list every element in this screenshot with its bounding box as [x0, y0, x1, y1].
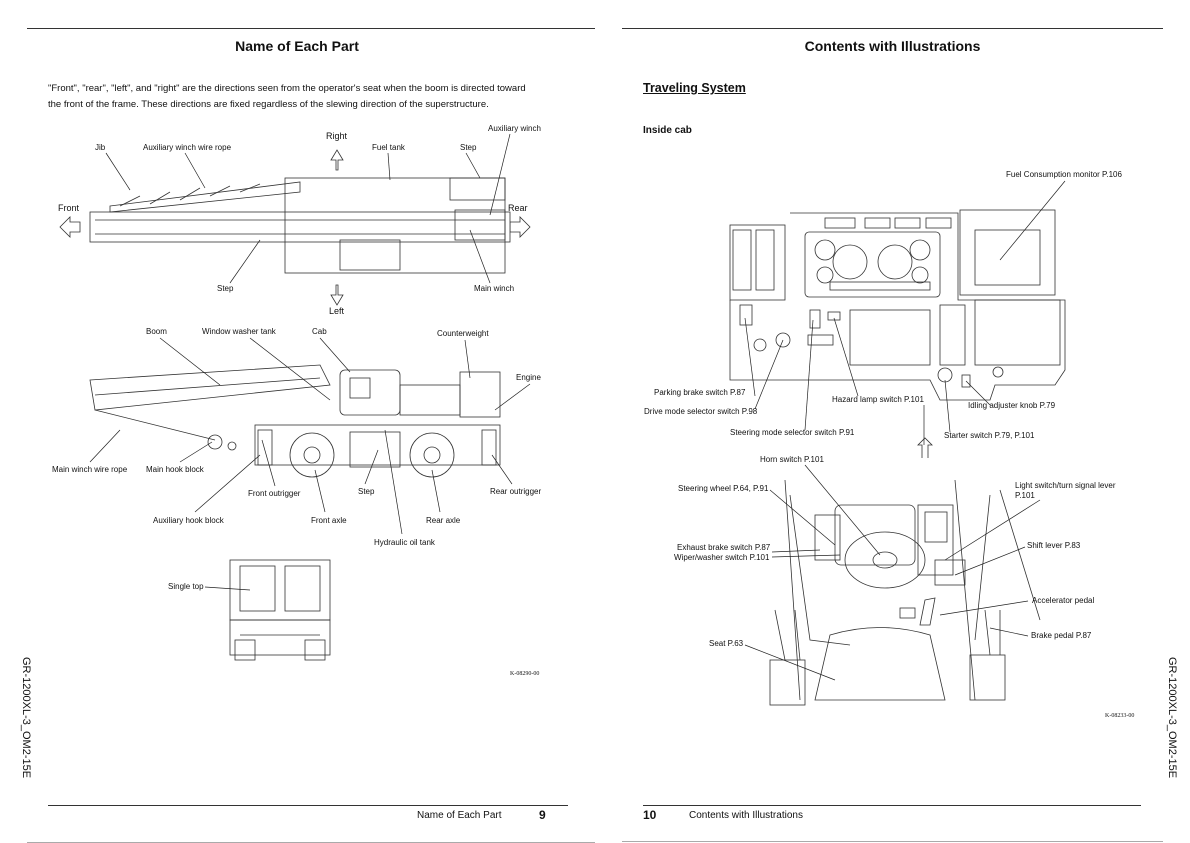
footer-rule-left: [48, 805, 568, 806]
label-steering-mode: Steering mode selector switch P.91: [730, 428, 855, 437]
label-fuel-tank: Fuel tank: [372, 143, 405, 152]
side-code-right: GR-1200XL-3_OM2-15E: [1166, 657, 1178, 779]
label-right: Right: [326, 131, 348, 141]
page-number-left: 9: [539, 808, 546, 822]
label-aux-winch: Auxiliary winch: [488, 124, 541, 133]
label-main-wire: Main winch wire rope: [52, 465, 128, 474]
label-accelerator: Accelerator pedal: [1032, 596, 1095, 605]
subsection-heading: Inside cab: [643, 125, 692, 136]
label-parking-brake: Parking brake switch P.87: [654, 388, 746, 397]
label-aux-wire: Auxiliary winch wire rope: [143, 143, 232, 152]
label-jib: Jib: [95, 143, 106, 152]
label-light-switch-2: P.101: [1015, 491, 1035, 500]
label-step-bottom: Step: [217, 284, 234, 293]
label-shift-lever: Shift lever P.83: [1027, 541, 1081, 550]
label-rear-axle: Rear axle: [426, 516, 461, 525]
label-rear: Rear: [508, 203, 528, 213]
label-wiper: Wiper/washer switch P.101: [674, 553, 770, 562]
label-main-hook: Main hook block: [146, 465, 204, 474]
label-brake-pedal: Brake pedal P.87: [1031, 631, 1092, 640]
label-washer-tank: Window washer tank: [202, 327, 276, 336]
label-single-top: Single top: [168, 582, 204, 591]
figure-code-right: K-08233-00: [1105, 713, 1135, 719]
page-number-right: 10: [643, 808, 657, 822]
label-idling: Idling adjuster knob P.79: [968, 401, 1056, 410]
label-front: Front: [58, 203, 80, 213]
label-hazard: Hazard lamp switch P.101: [832, 395, 924, 404]
label-counterweight: Counterweight: [437, 329, 489, 338]
label-fuel-monitor: Fuel Consumption monitor P.106: [1006, 170, 1122, 179]
intro-line-1: "Front", "rear", "left", and "right" are…: [48, 83, 526, 94]
label-drive-mode: Drive mode selector switch P.98: [644, 407, 758, 416]
label-aux-hook: Auxiliary hook block: [153, 516, 224, 525]
page-title-left: Name of Each Part: [235, 38, 359, 54]
top-rule-right: [622, 28, 1163, 29]
section-heading: Traveling System: [643, 81, 746, 95]
footer-section-left: Name of Each Part: [417, 810, 502, 821]
label-hydraulic-tank: Hydraulic oil tank: [374, 538, 435, 547]
cab-illustration: [729, 180, 1066, 706]
label-step-top: Step: [460, 143, 477, 152]
page-title-right: Contents with Illustrations: [804, 38, 981, 54]
label-steering-wheel: Steering wheel P.64, P.91: [678, 484, 769, 493]
label-starter: Starter switch P.79, P.101: [944, 431, 1035, 440]
figure-code-left: K-08290-00: [510, 671, 540, 677]
crane-illustration: [59, 133, 531, 661]
intro-line-2: the front of the frame. These directions…: [48, 99, 489, 110]
label-left: Left: [329, 306, 345, 316]
label-front-outrigger: Front outrigger: [248, 489, 301, 498]
label-step: Step: [358, 487, 375, 496]
label-horn: Horn switch P.101: [760, 455, 824, 464]
footer-rule-right: [643, 805, 1141, 806]
label-engine: Engine: [516, 373, 541, 382]
label-boom: Boom: [146, 327, 167, 336]
label-main-winch: Main winch: [474, 284, 515, 293]
label-light-switch-1: Light switch/turn signal lever: [1015, 481, 1116, 490]
label-rear-outrigger: Rear outrigger: [490, 487, 542, 496]
label-front-axle: Front axle: [311, 516, 347, 525]
top-rule-left: [27, 28, 595, 29]
label-seat: Seat P.63: [709, 639, 744, 648]
label-cab: Cab: [312, 327, 327, 336]
footer-section-right: Contents with Illustrations: [689, 810, 803, 821]
label-exhaust-brake: Exhaust brake switch P.87: [677, 543, 771, 552]
